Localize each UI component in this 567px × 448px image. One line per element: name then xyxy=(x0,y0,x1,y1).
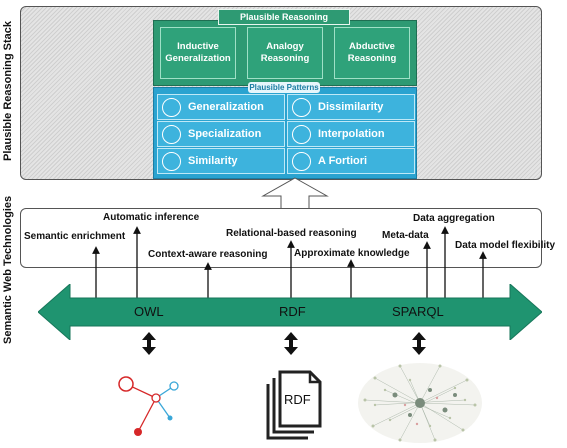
approach-abductive-reasoning: Abductive Reasoning xyxy=(334,27,410,79)
pattern-dissimilarity: Dissimilarity xyxy=(287,94,415,120)
capability-meta-data: Meta-data xyxy=(382,230,429,241)
rdf-document-icon xyxy=(266,370,322,440)
technology-owl: OWL xyxy=(134,304,164,319)
approach-line2: Generalization xyxy=(165,53,231,64)
patterns-title: Plausible Patterns xyxy=(248,82,320,93)
pattern-label: A Fortiori xyxy=(318,155,368,167)
approach-inductive-generalization: Inductive Generalization xyxy=(160,27,236,79)
capability-context-aware-reasoning: Context-aware reasoning xyxy=(148,249,268,260)
pattern-label: Specialization xyxy=(188,128,262,140)
a-fortiori-icon xyxy=(292,151,311,171)
semantic-web-box xyxy=(20,208,542,268)
pattern-generalization: Generalization xyxy=(157,94,285,120)
double-arrow-owl xyxy=(142,332,156,355)
approach-line2: Reasoning xyxy=(347,53,397,64)
pattern-similarity: Similarity xyxy=(157,148,285,174)
capability-data-model-flexibility: Data model flexibility xyxy=(455,240,556,251)
technology-arrow xyxy=(38,284,542,340)
similarity-icon xyxy=(162,151,181,171)
technology-sparql: SPARQL xyxy=(392,304,444,319)
capability-automatic-inference: Automatic inference xyxy=(103,212,200,223)
pattern-label: Dissimilarity xyxy=(318,101,384,113)
generalization-icon xyxy=(162,97,181,117)
sparql-network-icon xyxy=(358,363,482,443)
double-arrow-rdf xyxy=(284,332,298,355)
dissimilarity-icon xyxy=(292,97,311,117)
capability-relational-based-reasoning: Relational-based reasoning xyxy=(226,228,357,239)
pattern-label: Similarity xyxy=(188,155,238,167)
technology-rdf: RDF xyxy=(279,304,306,319)
approach-line2: Reasoning xyxy=(260,53,310,64)
capability-approximate-knowledge: Approximate knowledge xyxy=(294,248,410,259)
approach-line1: Abductive xyxy=(349,41,395,52)
pattern-interpolation: Interpolation xyxy=(287,121,415,147)
interpolation-icon xyxy=(292,124,311,144)
owl-graph-icon xyxy=(118,376,179,436)
pattern-a-fortiori: A Fortiori xyxy=(287,148,415,174)
rdf-document-label: RDF xyxy=(284,392,311,407)
approach-line1: Inductive xyxy=(177,41,219,52)
specialization-icon xyxy=(162,124,181,144)
approach-line1: Analogy xyxy=(266,41,304,52)
pattern-label: Interpolation xyxy=(318,128,385,140)
capability-data-aggregation: Data aggregation xyxy=(413,213,495,224)
double-arrow-sparql xyxy=(412,332,426,355)
approach-analogy-reasoning: Analogy Reasoning xyxy=(247,27,323,79)
pattern-specialization: Specialization xyxy=(157,121,285,147)
capability-semantic-enrichment: Semantic enrichment xyxy=(24,231,126,242)
pattern-label: Generalization xyxy=(188,101,264,113)
